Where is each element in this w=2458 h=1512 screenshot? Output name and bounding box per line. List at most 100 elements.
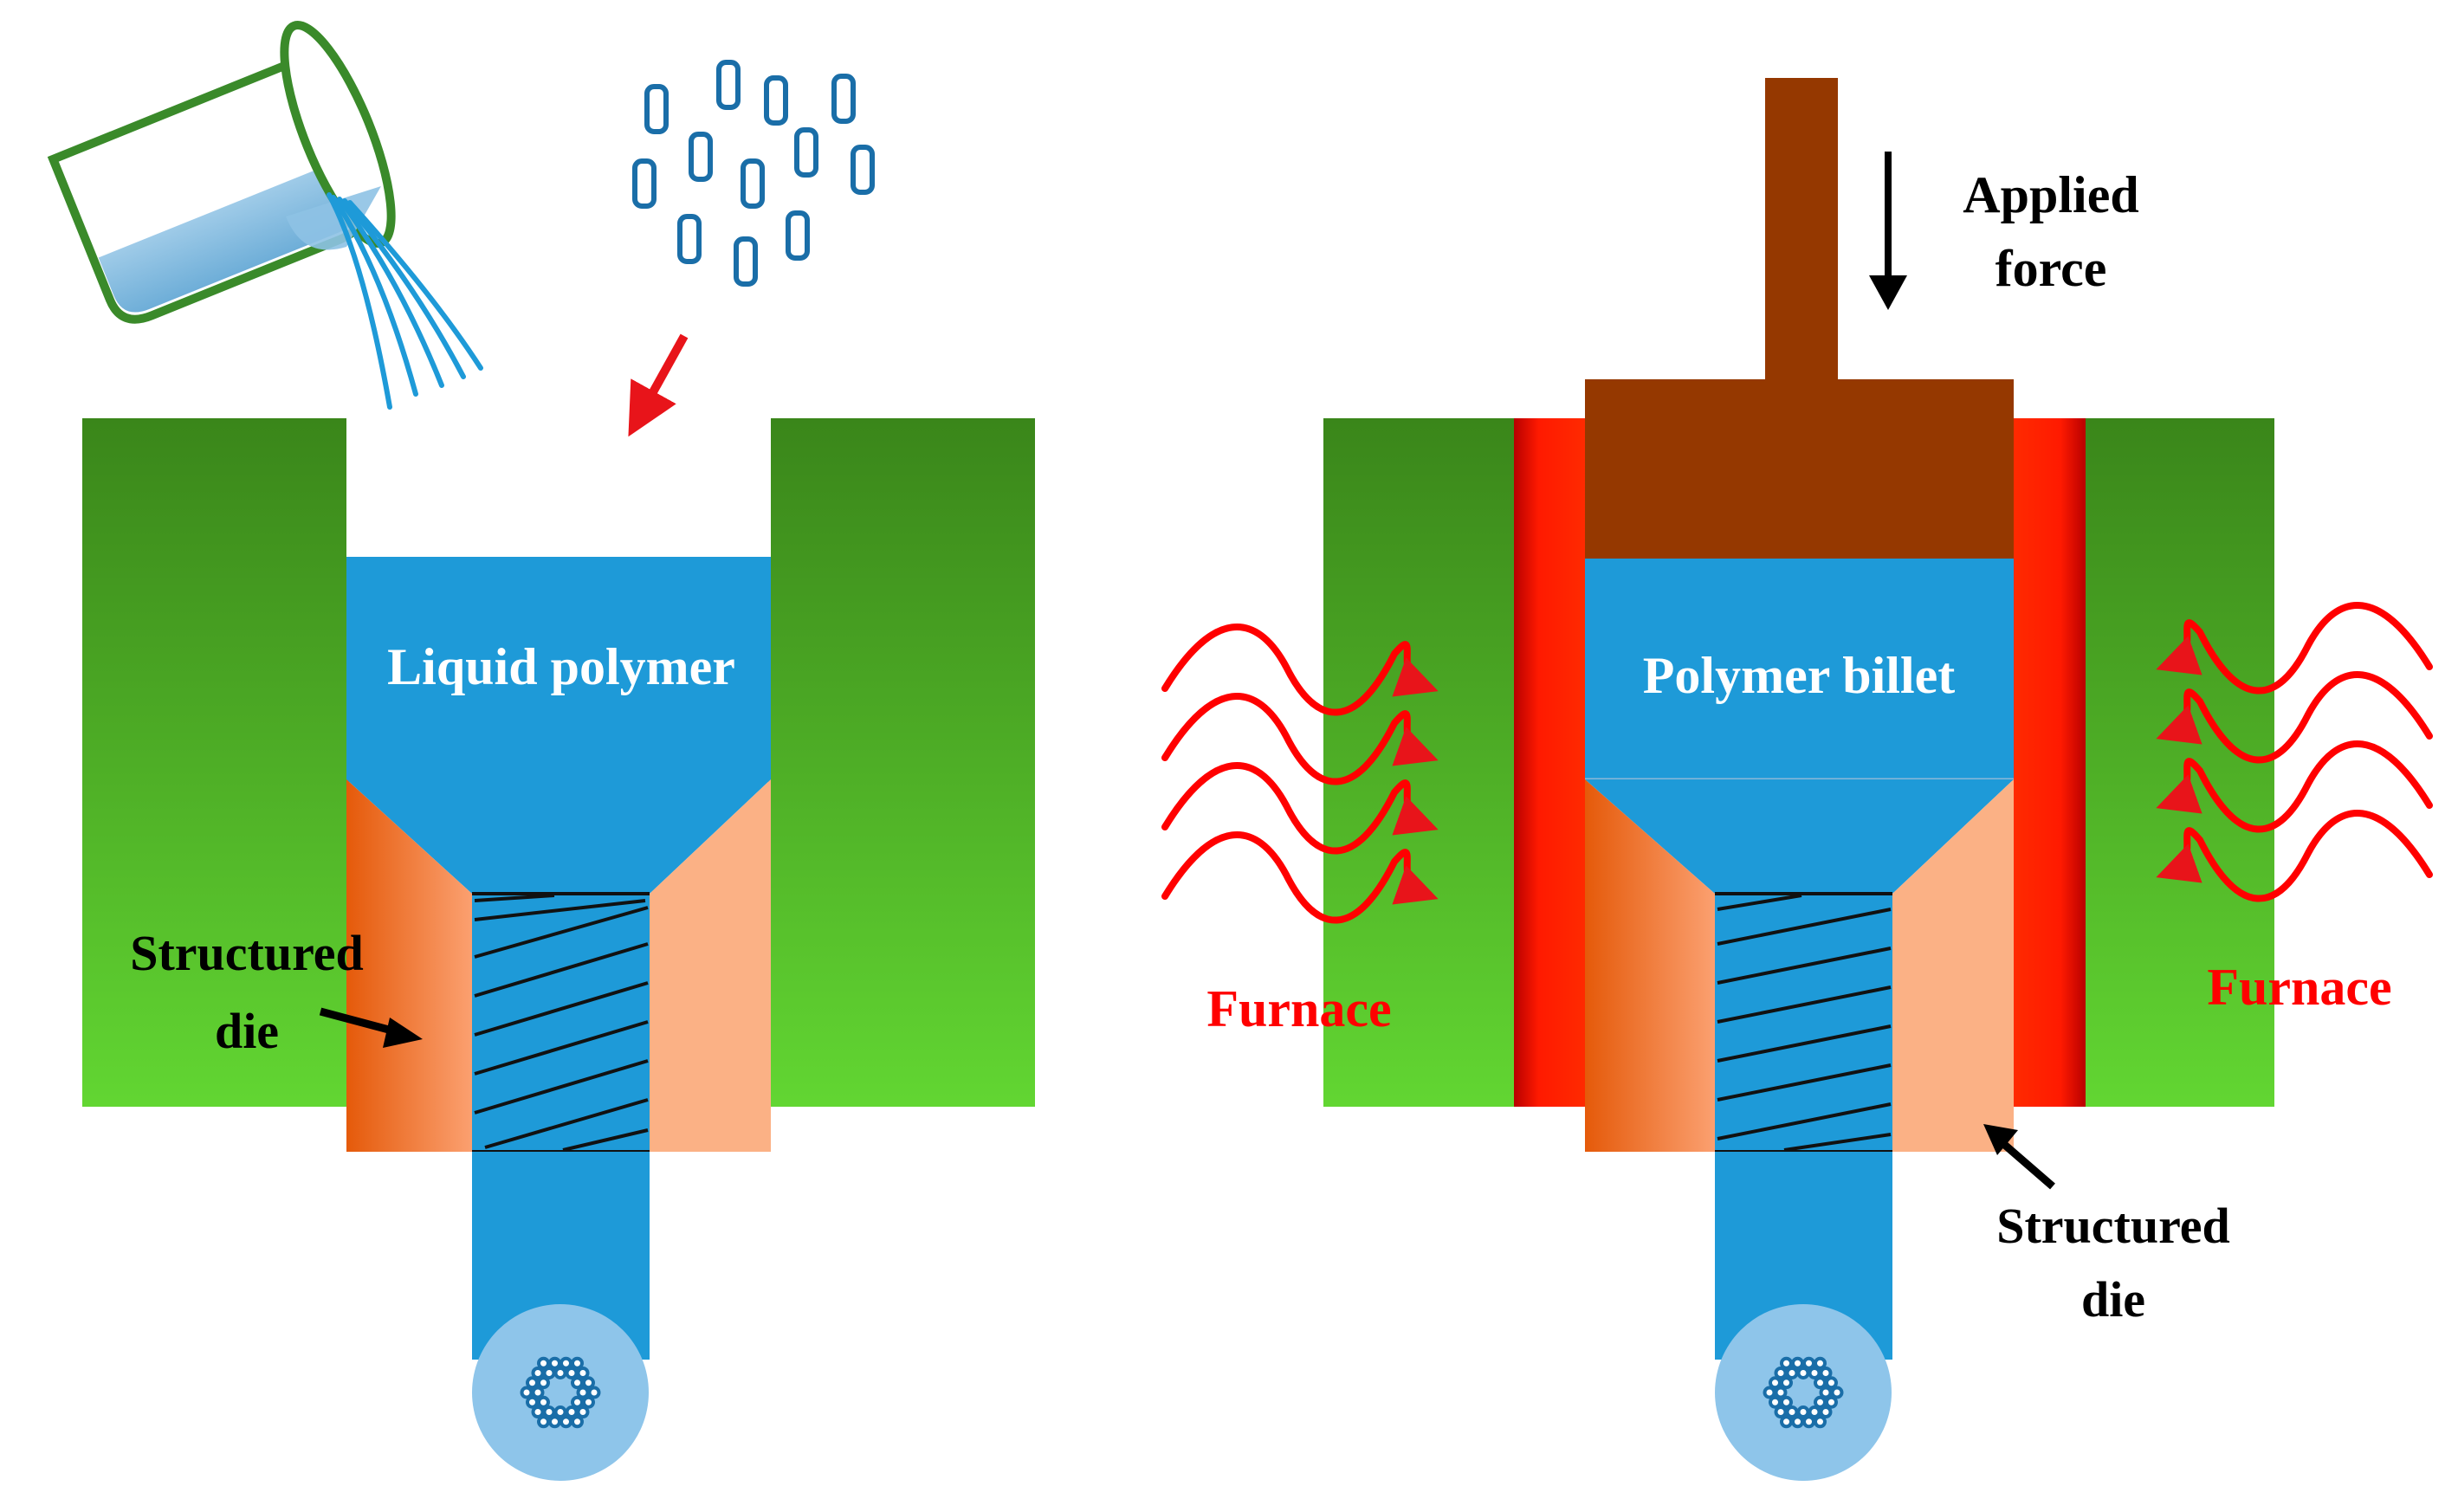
die-left-block bbox=[346, 779, 472, 1152]
fiber-core-dot bbox=[565, 1366, 579, 1380]
fiber-core-dot bbox=[542, 1405, 556, 1419]
polymer-billet bbox=[1585, 559, 2014, 779]
left-wall-green bbox=[82, 418, 346, 1107]
fiber-core-dot bbox=[1774, 1386, 1788, 1399]
fiber-core-dot bbox=[1763, 1386, 1776, 1399]
fiber-core-dot bbox=[587, 1386, 601, 1399]
left-extruder bbox=[47, 21, 1035, 1481]
applied-force-label-1: Applied bbox=[1963, 166, 2138, 223]
fiber-core-dot bbox=[571, 1356, 584, 1370]
fiber-core-dot bbox=[548, 1356, 561, 1370]
fiber-core-dot bbox=[526, 1395, 539, 1409]
polymer-billet-label: Polymer billet bbox=[1643, 647, 1955, 704]
structured-die-label-left-1: Structured bbox=[130, 925, 364, 981]
fiber-core-dot bbox=[537, 1395, 550, 1409]
fiber-core-dot bbox=[553, 1405, 567, 1419]
fiber-cross-section-icon bbox=[472, 1304, 649, 1481]
fiber-core-dot bbox=[582, 1376, 595, 1390]
right-extruder bbox=[1161, 78, 2433, 1481]
force-arrow-icon bbox=[1869, 152, 1907, 310]
fiber-core-dot bbox=[553, 1366, 567, 1380]
ram-head bbox=[1585, 379, 2014, 561]
fiber-core-dot bbox=[1769, 1376, 1782, 1390]
fiber-core-dot bbox=[1769, 1395, 1782, 1409]
fiber-core-dot bbox=[537, 1356, 550, 1370]
fiber-core-dot bbox=[1808, 1405, 1821, 1419]
fiber-core-dot bbox=[560, 1356, 572, 1370]
fiber-core-dot bbox=[571, 1395, 584, 1409]
fiber-core-dot bbox=[1791, 1356, 1804, 1370]
fiber-core-dot bbox=[1830, 1386, 1844, 1399]
liquid-polymer-label: Liquid polymer bbox=[387, 638, 735, 695]
fiber-core-dot bbox=[1785, 1405, 1799, 1419]
die-pointer-arrow-right bbox=[1983, 1124, 2055, 1190]
beaker-icon bbox=[47, 21, 396, 324]
fiber-core-dot bbox=[1814, 1415, 1827, 1429]
fiber-core-dot bbox=[1780, 1356, 1793, 1370]
right-wall-green bbox=[771, 418, 1035, 1107]
fiber-core-dot bbox=[520, 1386, 534, 1399]
heat-wave-icon bbox=[2156, 602, 2433, 902]
fiber-core-dot bbox=[576, 1366, 590, 1380]
fiber-core-dot bbox=[1774, 1405, 1788, 1419]
fiber-core-dot bbox=[560, 1415, 572, 1429]
ram-rod bbox=[1765, 78, 1838, 381]
fiber-core-dot bbox=[571, 1376, 584, 1390]
fiber-core-dot bbox=[1808, 1366, 1821, 1380]
fiber-core-dot bbox=[526, 1376, 539, 1390]
applied-force-label-2: force bbox=[1996, 240, 2107, 297]
fiber-core-dot bbox=[1785, 1366, 1799, 1380]
fiber-core-dot bbox=[1825, 1376, 1838, 1390]
heater-left bbox=[1514, 418, 1585, 1107]
fiber-core-dot bbox=[1825, 1395, 1838, 1409]
die-left-block-right bbox=[1585, 779, 1715, 1152]
fiber-core-dot bbox=[531, 1405, 545, 1419]
fiber-core-dot bbox=[1796, 1366, 1810, 1380]
fiber-core-dot bbox=[1780, 1395, 1793, 1409]
fiber-core-dot bbox=[542, 1366, 556, 1380]
fiber-core-dot bbox=[576, 1405, 590, 1419]
liquid-polymer-chamber bbox=[346, 557, 771, 782]
heat-wave-icon bbox=[1161, 624, 1439, 924]
heater-right bbox=[2014, 418, 2086, 1107]
feed-arrow-icon bbox=[628, 333, 689, 437]
fiber-core-dot bbox=[548, 1415, 561, 1429]
fiber-core-dot bbox=[1814, 1376, 1827, 1390]
die-channel-right bbox=[1715, 892, 1892, 1153]
fiber-core-dot bbox=[1802, 1356, 1815, 1370]
furnace-label-right: Furnace bbox=[2207, 959, 2391, 1016]
billet-funnel bbox=[1585, 779, 2014, 894]
structured-die-label-right-2: die bbox=[2081, 1271, 2145, 1328]
fiber-core-dot bbox=[1791, 1415, 1804, 1429]
fiber-core-dot bbox=[1819, 1366, 1833, 1380]
structured-die-label-right-1: Structured bbox=[1996, 1198, 2230, 1254]
fiber-core-dot bbox=[1780, 1376, 1793, 1390]
die-right-block bbox=[650, 779, 771, 1152]
fiber-core-dot bbox=[576, 1386, 590, 1399]
fiber-core-dot bbox=[1819, 1405, 1833, 1419]
polymer-funnel bbox=[346, 779, 771, 894]
die-right-block-right bbox=[1892, 779, 2014, 1152]
fiber-cross-section-icon bbox=[1715, 1304, 1892, 1481]
fiber-core-dot bbox=[1802, 1415, 1815, 1429]
furnace-label-left: Furnace bbox=[1206, 980, 1391, 1037]
fiber-core-dot bbox=[1774, 1366, 1788, 1380]
fiber-core-dot bbox=[571, 1415, 584, 1429]
fiber-core-dot bbox=[1819, 1386, 1833, 1399]
structured-die-label-left-2: die bbox=[215, 1003, 279, 1059]
fiber-core-dot bbox=[531, 1366, 545, 1380]
fiber-core-dot bbox=[565, 1405, 579, 1419]
fiber-core-dot bbox=[1796, 1405, 1810, 1419]
fiber-core-dot bbox=[1814, 1356, 1827, 1370]
liquid-stream bbox=[327, 192, 483, 410]
die-pointer-arrow-left bbox=[319, 1007, 423, 1048]
fiber-core-dot bbox=[537, 1415, 550, 1429]
pellets-icon bbox=[632, 60, 875, 287]
die-channel bbox=[472, 892, 650, 1153]
fiber-core-dot bbox=[1780, 1415, 1793, 1429]
fiber-core-dot bbox=[582, 1395, 595, 1409]
fiber-core-dot bbox=[537, 1376, 550, 1390]
fiber-core-dot bbox=[531, 1386, 545, 1399]
